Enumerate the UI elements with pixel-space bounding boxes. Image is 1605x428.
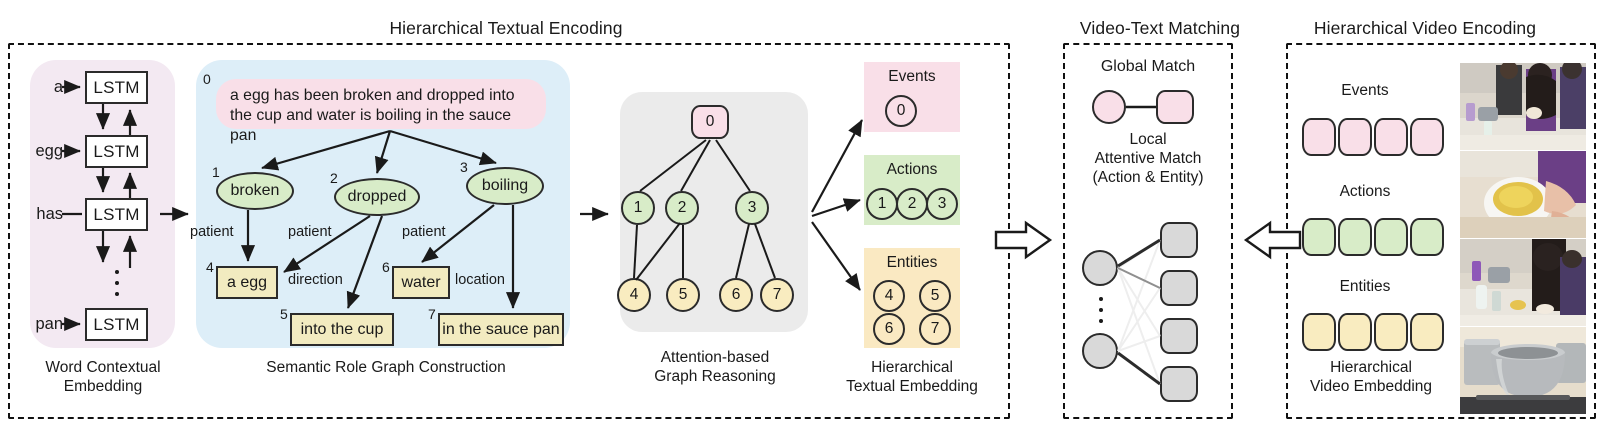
section-title-video-encoding: Hierarchical Video Encoding [1313, 18, 1537, 38]
match-text-node-1 [1082, 250, 1118, 286]
word-label-0: a [53, 78, 63, 96]
reasoning-node-2: 2 [665, 191, 699, 225]
edge-label-direction: direction [288, 272, 343, 288]
reasoning-node-1: 1 [621, 191, 655, 225]
textual-node-7: 7 [919, 313, 951, 345]
lstm-cell-1: LSTM [85, 135, 148, 168]
entity-node-water: water [392, 266, 450, 299]
video-group-label-actions: Actions [1339, 183, 1391, 200]
video-text-matching-panel [1063, 43, 1233, 419]
textual-node-0: 0 [885, 95, 917, 127]
video-action-node-2 [1338, 218, 1372, 256]
word-label-2: has [36, 205, 63, 223]
textual-group-label-entities: Entities [886, 254, 938, 271]
entity-index-6: 6 [382, 259, 390, 275]
sentence-index: 0 [203, 71, 211, 87]
entity-index-5: 5 [280, 306, 288, 322]
lstm-cell-3: LSTM [85, 308, 148, 341]
textual-node-5: 5 [919, 280, 951, 312]
video-group-label-events: Events [1341, 82, 1389, 99]
video-entity-node-3 [1374, 313, 1408, 351]
block-arrow-left-icon [1243, 220, 1302, 260]
entity-index-4: 4 [206, 259, 214, 275]
match-video-node-4 [1160, 366, 1198, 402]
action-index-2: 2 [330, 170, 338, 186]
textual-embedding-caption: Hierarchical Textual Embedding [846, 359, 978, 395]
reasoning-node-5: 5 [666, 278, 700, 312]
video-action-node-1 [1302, 218, 1336, 256]
video-frame-2 [1460, 151, 1586, 238]
video-entity-node-1 [1302, 313, 1336, 351]
video-embedding-caption: Hierarchical Video Embedding [1309, 359, 1433, 395]
video-event-node-2 [1338, 118, 1372, 156]
edge-label-patient-2: patient [288, 224, 332, 240]
video-frame-4 [1460, 327, 1586, 414]
entity-node-in-the-sauce-pan: in the sauce pan [438, 313, 564, 346]
entity-node-into-the-cup: into the cup [290, 313, 394, 346]
reasoning-node-6: 6 [719, 278, 753, 312]
lstm-cell-0: LSTM [85, 71, 148, 104]
action-node-boiling: boiling [466, 167, 544, 205]
textual-group-label-events: Events [888, 68, 936, 85]
video-action-node-3 [1374, 218, 1408, 256]
section-title-video-text-matching: Video-Text Matching [1079, 18, 1241, 38]
lstm-vertical-ellipsis-icon [114, 270, 119, 296]
entity-node-a-egg: a egg [216, 266, 278, 299]
textual-node-6: 6 [873, 313, 905, 345]
action-node-broken: broken [216, 172, 294, 210]
match-video-node-2 [1160, 270, 1198, 306]
video-frame-1 [1460, 63, 1586, 150]
word-embedding-caption: Word Contextual Embedding [45, 359, 161, 395]
entity-index-7: 7 [428, 306, 436, 322]
video-entity-node-2 [1338, 313, 1372, 351]
edge-label-patient-3: patient [402, 224, 446, 240]
graph-reasoning-caption: Attention-based Graph Reasoning [654, 349, 776, 385]
reasoning-node-4: 4 [617, 278, 651, 312]
edge-label-location: location [455, 272, 505, 288]
semantic-graph-caption: Semantic Role Graph Construction [266, 359, 506, 376]
video-event-node-1 [1302, 118, 1336, 156]
reasoning-node-3: 3 [735, 191, 769, 225]
word-label-3: pan [35, 315, 63, 333]
action-node-dropped: dropped [334, 178, 420, 216]
match-text-node-2 [1082, 333, 1118, 369]
video-event-node-4 [1410, 118, 1444, 156]
global-match-text-node [1092, 90, 1126, 124]
lstm-cell-2: LSTM [85, 198, 148, 231]
word-label-1: egg [35, 142, 63, 160]
video-action-node-4 [1410, 218, 1444, 256]
sentence-box: a egg has been broken and dropped into t… [216, 79, 546, 144]
global-match-video-node [1156, 90, 1194, 124]
section-title-textual-encoding: Hierarchical Textual Encoding [389, 18, 623, 38]
reasoning-node-0: 0 [691, 105, 729, 139]
match-vertical-ellipsis-icon [1098, 297, 1103, 323]
block-arrow-right-icon [994, 220, 1053, 260]
video-frame-3 [1460, 239, 1586, 326]
match-video-node-1 [1160, 222, 1198, 258]
video-event-node-3 [1374, 118, 1408, 156]
reasoning-node-7: 7 [760, 278, 794, 312]
action-index-1: 1 [212, 164, 220, 180]
video-entity-node-4 [1410, 313, 1444, 351]
global-match-label: Global Match [1100, 58, 1196, 75]
video-group-label-entities: Entities [1339, 278, 1391, 295]
edge-label-patient-1: patient [190, 224, 234, 240]
textual-node-4: 4 [873, 280, 905, 312]
textual-node-3: 3 [926, 188, 958, 220]
action-index-3: 3 [460, 159, 468, 175]
textual-group-label-actions: Actions [886, 161, 938, 178]
match-video-node-3 [1160, 318, 1198, 354]
local-match-label: Local Attentive Match (Action & Entity) [1092, 131, 1204, 186]
